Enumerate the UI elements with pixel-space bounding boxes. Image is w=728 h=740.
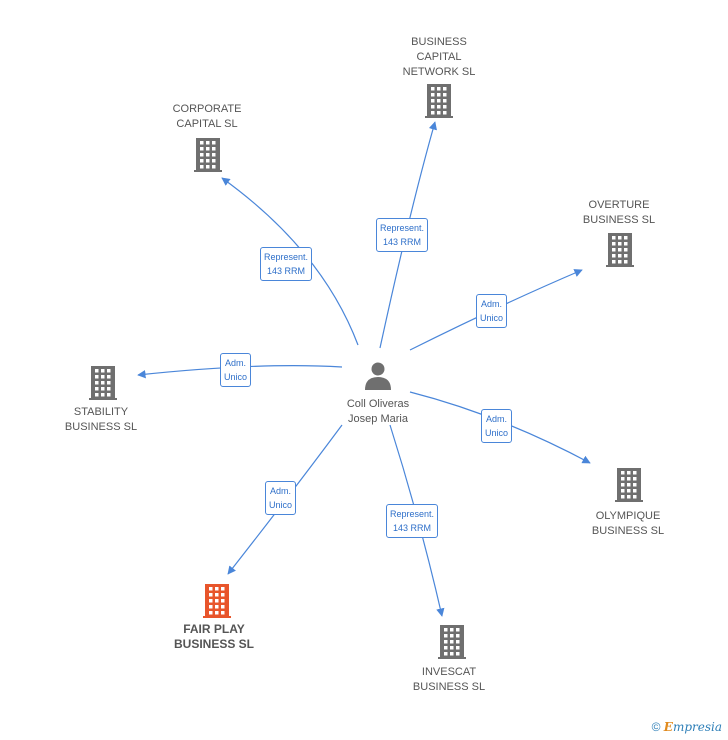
edge-label-fairplay[interactable]: Adm. Unico bbox=[265, 481, 297, 515]
building-icon[interactable] bbox=[425, 84, 453, 118]
building-icon[interactable] bbox=[606, 233, 634, 267]
edge-label-corporate[interactable]: Represent. 143 RRM bbox=[260, 247, 313, 281]
company-name-corporate[interactable]: CORPORATE CAPITAL SL bbox=[172, 103, 242, 130]
person-icon[interactable] bbox=[365, 362, 391, 391]
empresia-logo: Empresia bbox=[663, 720, 722, 734]
company-name-overture[interactable]: OVERTURE BUSINESS SL bbox=[582, 199, 656, 226]
building-icon[interactable] bbox=[438, 625, 466, 659]
company-name-fairplay[interactable]: FAIR PLAY BUSINESS SL bbox=[173, 622, 254, 651]
company-name-bcn[interactable]: BUSINESS CAPITAL NETWORK SL bbox=[402, 36, 476, 78]
company-name-stability[interactable]: STABILITY BUSINESS SL bbox=[64, 406, 138, 433]
edge-label-invescat[interactable]: Represent. 143 RRM bbox=[386, 504, 439, 538]
company-name-invescat[interactable]: INVESCAT BUSINESS SL bbox=[412, 666, 486, 693]
building-icon[interactable] bbox=[615, 468, 643, 502]
edge-label-olympique[interactable]: Adm. Unico bbox=[481, 409, 513, 443]
building-icon[interactable] bbox=[194, 138, 222, 172]
edge-label-stability[interactable]: Adm. Unico bbox=[220, 353, 252, 387]
footer-brand: © Empresia bbox=[652, 720, 722, 734]
person-name[interactable]: Coll Oliveras Josep Maria bbox=[346, 398, 410, 425]
edge-label-overture[interactable]: Adm. Unico bbox=[476, 294, 508, 328]
building-icon[interactable] bbox=[89, 366, 117, 400]
building-icon[interactable] bbox=[203, 584, 231, 618]
edge-label-bcn[interactable]: Represent. 143 RRM bbox=[376, 218, 429, 252]
company-name-olympique[interactable]: OLYMPIQUE BUSINESS SL bbox=[591, 510, 665, 537]
copyright-symbol: © bbox=[651, 720, 661, 734]
